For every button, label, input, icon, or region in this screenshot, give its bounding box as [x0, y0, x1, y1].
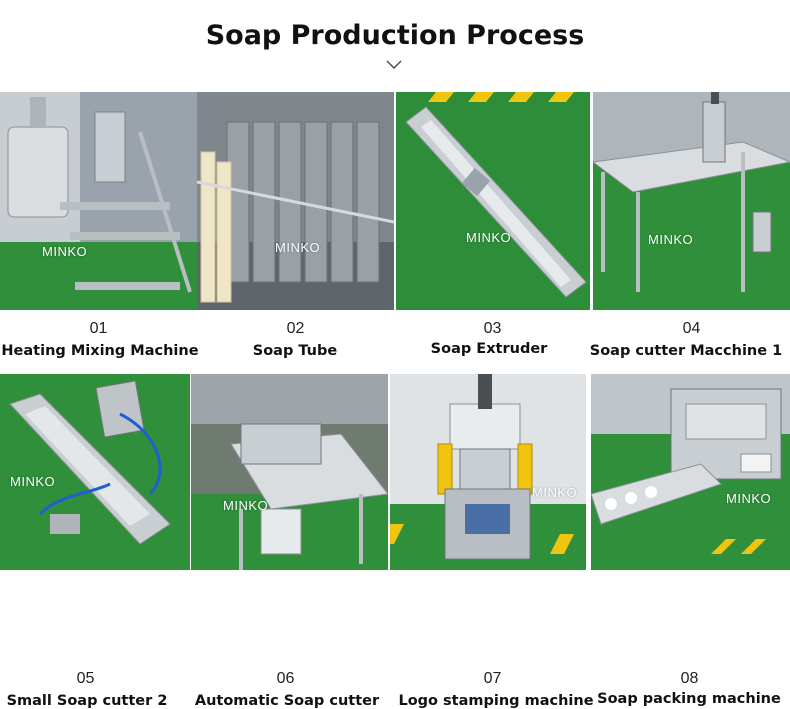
step-name: Soap packing machine: [597, 691, 781, 707]
heating-mixing-machine-photo: MINKO: [0, 92, 197, 310]
step-card-08: MINKO 08 Soap packing machine: [591, 374, 790, 707]
step-card-06: MINKO 06 Automatic Soap cutter: [191, 374, 388, 709]
step-number: 06: [276, 670, 295, 687]
step-card-01: MINKO 01 Heating Mixing Machine: [0, 92, 199, 372]
step-number: 04: [682, 320, 701, 337]
step-name: Heating Mixing Machine: [1, 343, 199, 359]
watermark: MINKO: [275, 240, 321, 255]
watermark: MINKO: [223, 498, 269, 513]
watermark: MINKO: [42, 244, 88, 259]
step-number: 01: [89, 320, 108, 337]
step-number: 02: [286, 320, 305, 337]
step-name: Logo stamping machine: [398, 693, 594, 709]
step-number: 08: [680, 670, 699, 687]
logo-stamping-machine-photo: MINKO: [390, 374, 586, 570]
page-title: Soap Production Process: [205, 20, 585, 51]
soap-packing-machine-photo: MINKO: [591, 374, 790, 570]
step-name: Soap Extruder: [430, 341, 548, 357]
step-number: 07: [483, 670, 502, 687]
watermark: MINKO: [532, 485, 578, 500]
chevron-down-icon: [386, 60, 402, 69]
step-name: Small Soap cutter 2: [6, 693, 168, 709]
soap-extruder-photo: MINKO: [396, 92, 590, 310]
step-number: 05: [76, 670, 95, 687]
step-name: Soap Tube: [252, 343, 338, 359]
step-number: 03: [483, 320, 502, 337]
step-card-07: MINKO 07 Logo stamping machine: [390, 374, 594, 709]
watermark: MINKO: [10, 474, 56, 489]
small-soap-cutter-photo: MINKO: [0, 374, 190, 570]
step-name: Soap cutter Macchine 1: [589, 343, 783, 359]
step-card-04: MINKO 04 Soap cutter Macchine 1: [590, 92, 790, 372]
step-card-02: MINKO 02 Soap Tube: [197, 92, 394, 372]
soap-tube-photo: MINKO: [197, 92, 394, 310]
automatic-soap-cutter-photo: MINKO: [191, 374, 388, 570]
step-card-03: MINKO 03 Soap Extruder: [394, 92, 591, 372]
step-card-05: MINKO 05 Small Soap cutter 2: [0, 374, 197, 709]
soap-cutter-1-photo: MINKO: [593, 92, 790, 310]
watermark: MINKO: [466, 230, 512, 245]
watermark: MINKO: [726, 491, 772, 506]
watermark: MINKO: [648, 232, 694, 247]
step-name: Automatic Soap cutter: [194, 693, 380, 709]
